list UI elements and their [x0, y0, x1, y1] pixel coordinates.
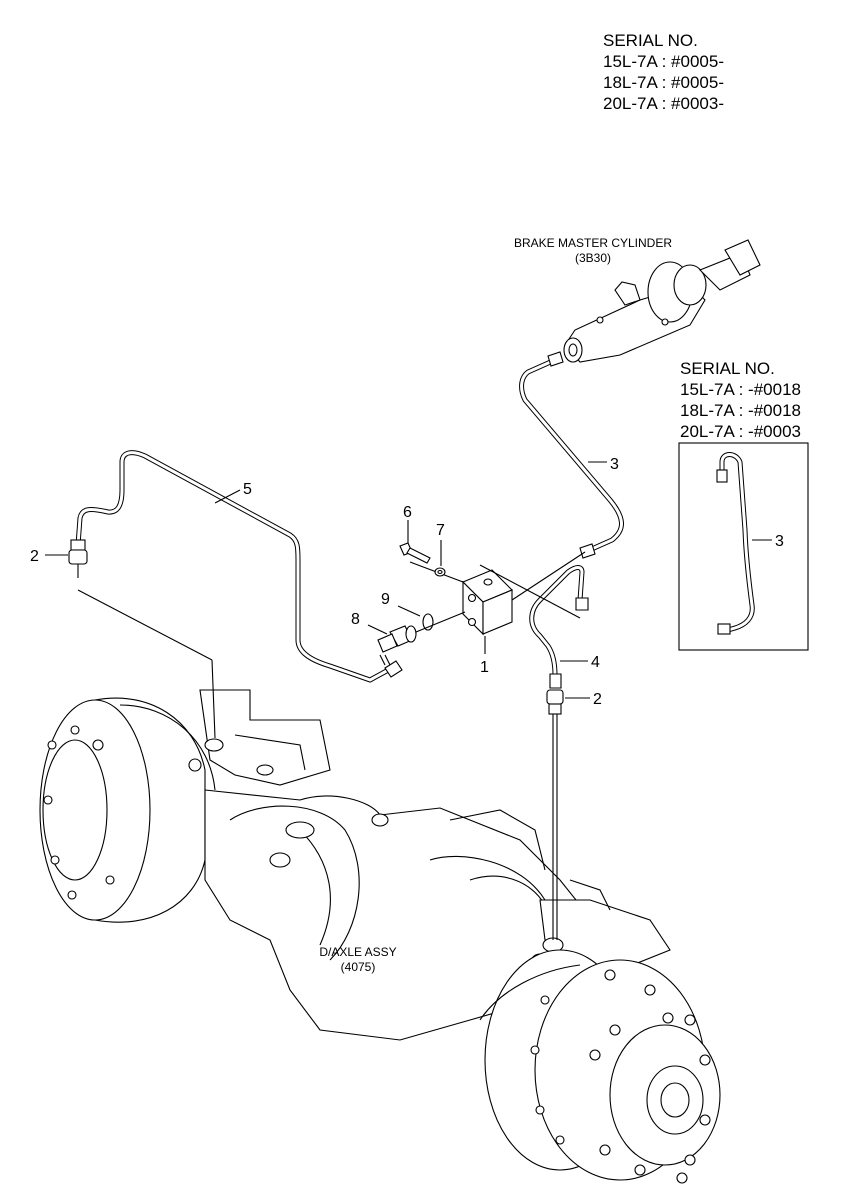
callout-8: 8: [351, 611, 360, 628]
callout-4: 4: [591, 654, 600, 671]
serial-line: 18L-7A : #0005-: [603, 73, 724, 92]
washer-7: [434, 567, 446, 577]
callout-2-left: 2: [30, 548, 39, 565]
serial-line: 15L-7A : -#0018: [680, 380, 801, 399]
axle-housing: [204, 789, 591, 1041]
callout-1: 1: [480, 659, 489, 676]
callout-7: 7: [436, 522, 445, 539]
serial-line: 20L-7A : #0003-: [603, 94, 724, 113]
serial-number-block-inset: SERIAL NO. 15L-7A : -#0018 18L-7A : -#00…: [680, 358, 801, 442]
bolt-6: [399, 542, 431, 564]
drive-axle-drawing: D/AXLE ASSY (4075): [39, 689, 721, 1184]
callout-9: 9: [381, 591, 390, 608]
master-cylinder-code: (3B30): [575, 251, 611, 265]
callout-3: 3: [610, 456, 619, 473]
pipe-3: [519, 351, 624, 559]
serial-heading: SERIAL NO.: [680, 359, 775, 378]
axle-assembly-code: (4075): [341, 960, 376, 974]
callout-2-right: 2: [593, 691, 602, 708]
serial-line: 18L-7A : -#0018: [680, 401, 801, 420]
axle-assembly-label: D/AXLE ASSY: [319, 945, 396, 959]
master-cylinder-label: BRAKE MASTER CYLINDER: [514, 236, 672, 250]
inset-old-pipe-3: 3: [678, 442, 809, 651]
brake-master-cylinder: BRAKE MASTER CYLINDER (3B30): [514, 236, 761, 363]
brake-switch-8: [377, 611, 466, 666]
right-wheel-hub: [479, 949, 721, 1184]
union-fitting-right: [546, 689, 564, 940]
serial-line: 20L-7A : -#0003: [680, 422, 801, 441]
callouts: 2 5 6 7 9 8 1 3 4 2: [30, 456, 619, 708]
left-mounting-bracket: [188, 689, 331, 786]
callout-5: 5: [243, 481, 252, 498]
serial-number-block-top: SERIAL NO. 15L-7A : #0005- 18L-7A : #000…: [603, 30, 724, 114]
callout-6: 6: [403, 504, 412, 521]
callout-3-inset: 3: [775, 533, 784, 550]
pipe-4: [529, 565, 589, 689]
serial-line: 15L-7A : #0005-: [603, 52, 724, 71]
left-wheel-hub: [39, 697, 216, 923]
pipe-5: [75, 450, 403, 683]
union-fitting-left: [68, 539, 216, 739]
serial-heading: SERIAL NO.: [603, 31, 698, 50]
distributor-block: [409, 551, 586, 636]
